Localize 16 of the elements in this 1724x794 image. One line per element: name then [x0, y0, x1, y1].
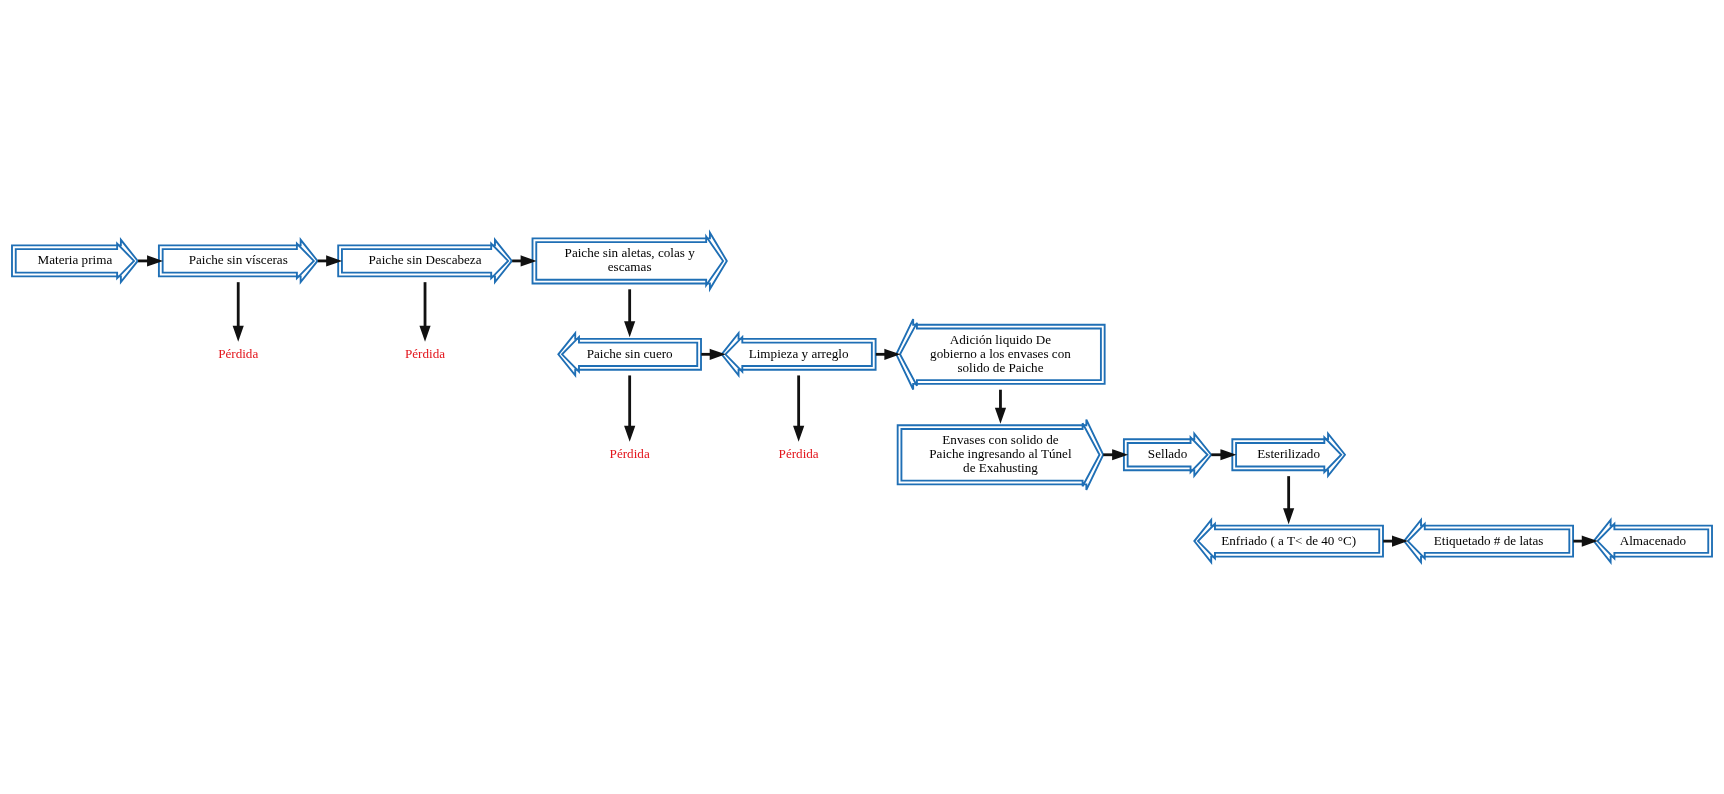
node-text: Pérdida	[218, 345, 259, 361]
arrow	[624, 374, 636, 442]
arrow	[232, 281, 244, 342]
arrow	[994, 389, 1007, 424]
arrow	[701, 348, 726, 360]
arrow	[1573, 535, 1598, 547]
arrow	[1383, 535, 1408, 547]
arrow	[793, 374, 805, 442]
arrow	[1283, 475, 1295, 524]
arrow	[624, 288, 636, 337]
arrow	[1211, 448, 1237, 460]
node-text: Pérdida	[609, 445, 650, 461]
node-text: Pérdida	[778, 445, 819, 461]
arrow	[419, 281, 431, 342]
arrow	[1103, 448, 1129, 460]
node-text: Pérdida	[404, 345, 446, 361]
